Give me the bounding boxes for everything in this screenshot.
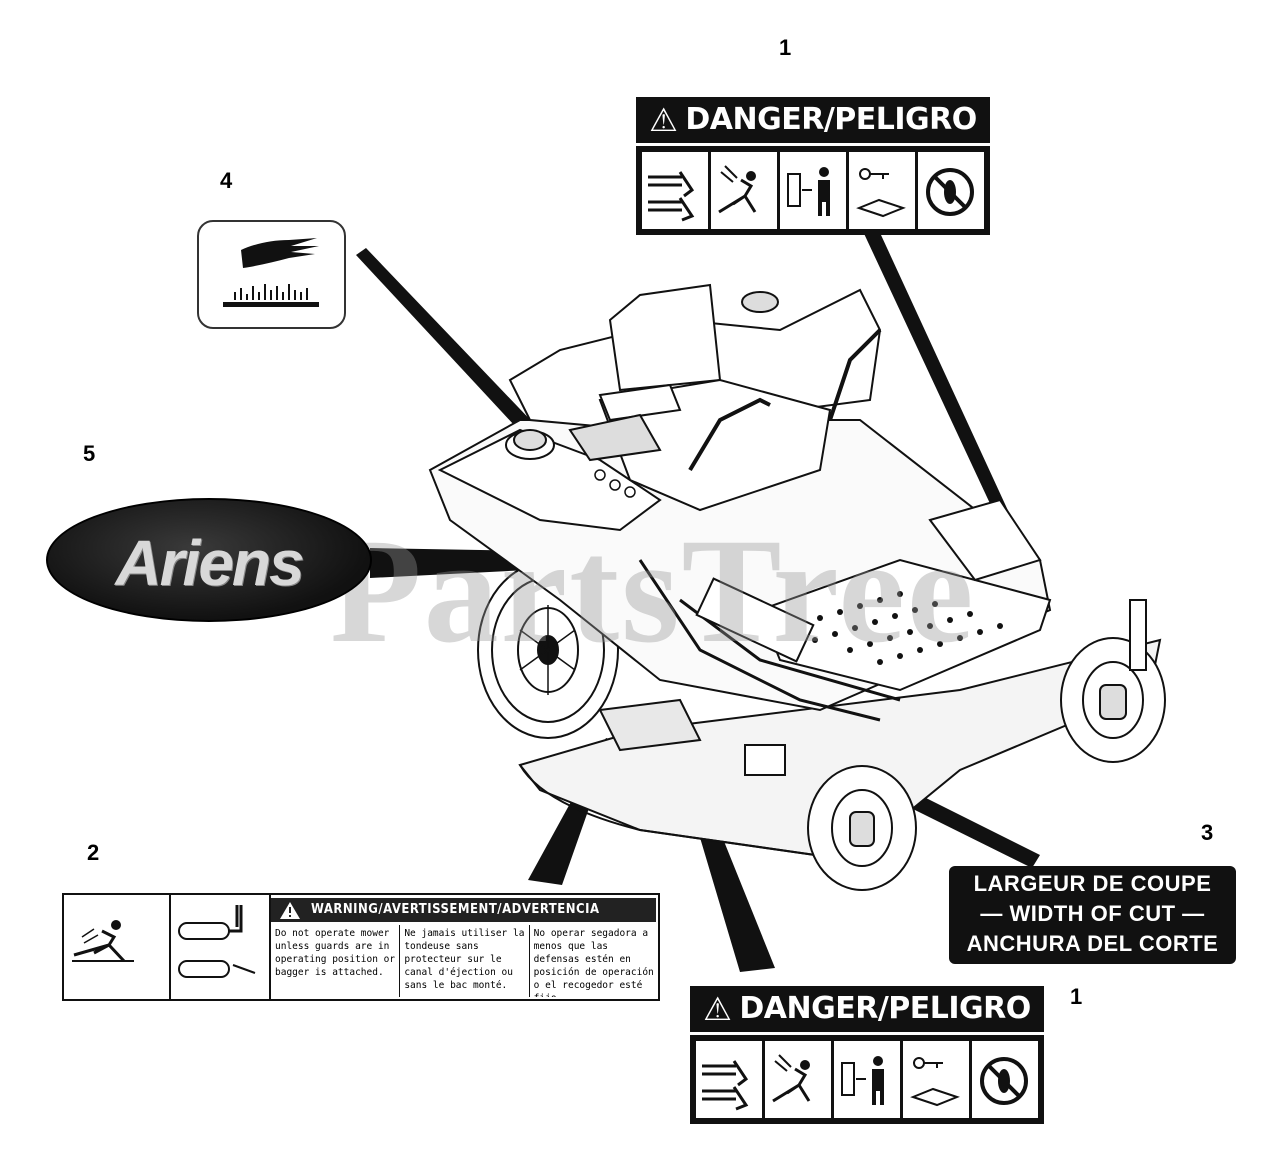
- riding-mower-illustration: [428, 283, 1166, 891]
- warning-text-french: Ne jamais utiliser la tondeuse sans prot…: [400, 925, 530, 997]
- hot-surface-decal: [197, 220, 346, 329]
- warning-triangle-icon: ⚠: [703, 990, 732, 1028]
- no-riders-prohibition-icon: [972, 1041, 1038, 1118]
- width-of-cut-line-es: ANCHURA DEL CORTE: [966, 931, 1219, 956]
- danger-decal-header: ⚠ DANGER/PELIGRO: [690, 986, 1044, 1032]
- callout-number-4: 4: [220, 168, 233, 193]
- callout-number-1-bottom: 1: [1070, 984, 1083, 1009]
- remove-key-read-manual-icon: [849, 152, 915, 229]
- blade-cut-hazard-icon: [696, 1041, 762, 1118]
- ariens-brand-emblem: Ariens: [46, 498, 372, 622]
- no-riders-prohibition-icon: [918, 152, 984, 229]
- keep-bystanders-away-icon: [780, 152, 846, 229]
- remove-key-read-manual-icon: [903, 1041, 969, 1118]
- warning-decal: WARNING/AVERTISSEMENT/ADVERTENCIA Do not…: [62, 893, 660, 1001]
- leader-decal-4: [356, 248, 540, 440]
- danger-decal-title: DANGER/PELIGRO: [685, 102, 977, 137]
- danger-decal-pictograms: [690, 1035, 1044, 1124]
- warning-decal-header: WARNING/AVERTISSEMENT/ADVERTENCIA: [271, 898, 656, 922]
- warning-text-spanish: No operar segadora a menos que las defen…: [533, 928, 654, 997]
- ariens-logo-text: Ariens: [115, 527, 304, 599]
- chute-guard-pictogram: [171, 895, 271, 999]
- warning-triangle-icon: [280, 902, 300, 919]
- thrown-objects-hazard-icon: [711, 152, 777, 229]
- callout-number-5: 5: [83, 441, 96, 466]
- width-of-cut-decal: LARGEUR DE COUPE — WIDTH OF CUT — ANCHUR…: [949, 866, 1236, 964]
- warning-decal-text-columns: Do not operate mower unless guards are i…: [271, 925, 658, 997]
- keep-bystanders-away-icon: [834, 1041, 900, 1118]
- thrown-objects-pictogram: [64, 895, 171, 999]
- danger-decal-header: ⚠ DANGER/PELIGRO: [636, 97, 990, 143]
- danger-decal-pictograms: [636, 146, 990, 235]
- callout-number-2: 2: [87, 840, 100, 865]
- danger-decal-bottom: ⚠ DANGER/PELIGRO: [690, 986, 1044, 1126]
- callout-number-3: 3: [1201, 820, 1214, 845]
- danger-decal-top: ⚠ DANGER/PELIGRO: [636, 97, 990, 237]
- hot-surface-hand-icon: [223, 238, 319, 307]
- danger-decal-title: DANGER/PELIGRO: [739, 991, 1031, 1026]
- width-of-cut-line-en: — WIDTH OF CUT —: [980, 901, 1205, 926]
- blade-cut-hazard-icon: [642, 152, 708, 229]
- leader-decal-1-top: [860, 222, 1040, 585]
- width-of-cut-line-fr: LARGEUR DE COUPE: [973, 871, 1212, 896]
- callout-number-1-top: 1: [779, 35, 792, 60]
- watermark: PartsTree: [330, 508, 976, 674]
- warning-triangle-icon: ⚠: [649, 101, 678, 139]
- thrown-objects-hazard-icon: [765, 1041, 831, 1118]
- warning-decal-title: WARNING/AVERTISSEMENT/ADVERTENCIA: [311, 902, 600, 917]
- warning-text-english: Do not operate mower unless guards are i…: [271, 925, 401, 997]
